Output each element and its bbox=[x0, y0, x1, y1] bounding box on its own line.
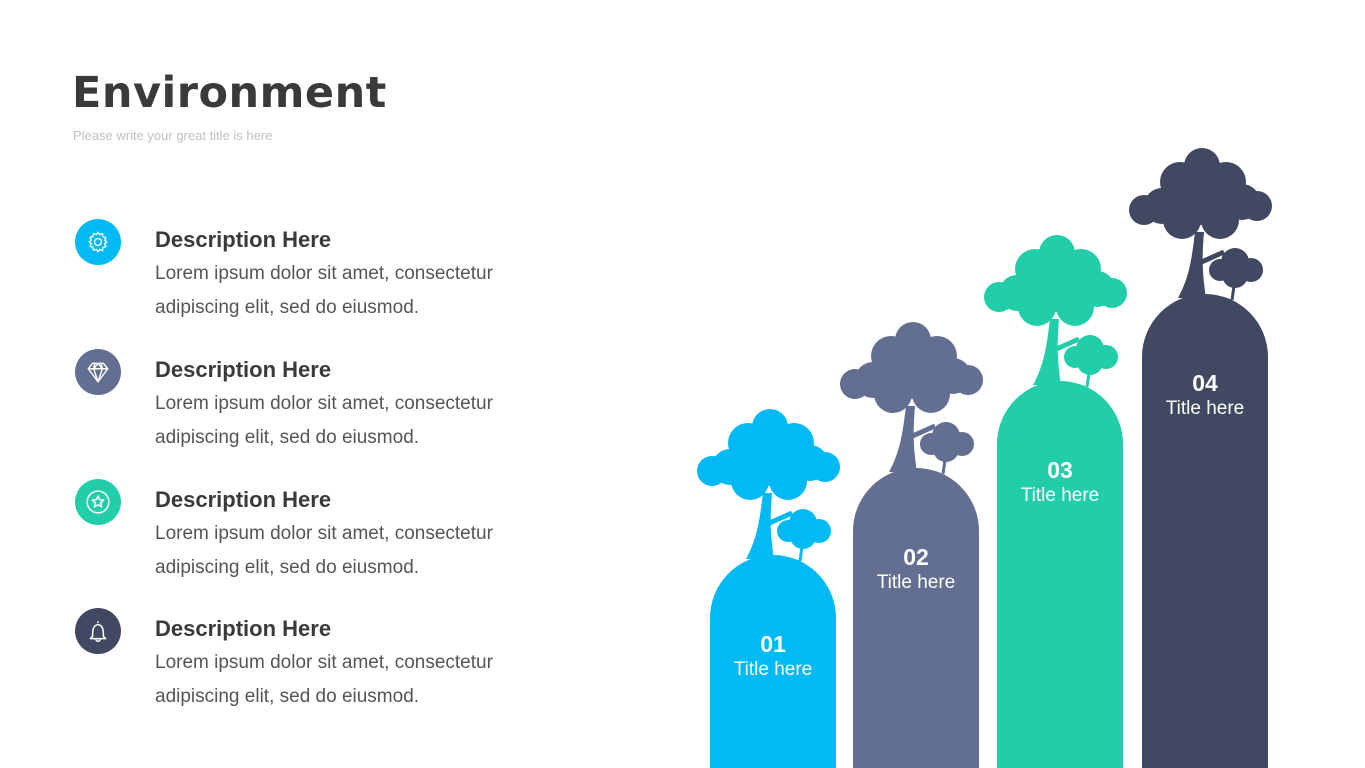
bar-title: Title here bbox=[733, 659, 813, 680]
bar-number: 03 bbox=[1047, 457, 1073, 483]
bar-title: Title here bbox=[1020, 485, 1100, 506]
bar-01: 01 Title here bbox=[710, 555, 836, 768]
item-heading: Description Here bbox=[155, 227, 332, 252]
bar-number: 01 bbox=[760, 631, 786, 657]
item-heading: Description Here bbox=[155, 357, 332, 382]
star-icon bbox=[75, 479, 121, 525]
item-text: Lorem ipsum dolor sit amet, consectetur … bbox=[155, 263, 493, 318]
tree-icon bbox=[840, 322, 983, 475]
item-text: Lorem ipsum dolor sit amet, consectetur … bbox=[155, 652, 493, 707]
bar-number: 02 bbox=[903, 544, 929, 570]
page-title: Environment bbox=[72, 68, 387, 118]
bar-03: 03 Title here bbox=[997, 381, 1123, 768]
bar-number: 04 bbox=[1192, 370, 1218, 396]
bar-02: 02 Title here bbox=[853, 468, 979, 768]
tree-icon bbox=[984, 235, 1127, 388]
tree-icon bbox=[697, 409, 840, 562]
item-text: Lorem ipsum dolor sit amet, consectetur … bbox=[155, 523, 493, 578]
item-heading: Description Here bbox=[155, 616, 332, 641]
bar-title: Title here bbox=[1165, 398, 1245, 419]
page-subtitle: Please write your great title is here bbox=[73, 128, 273, 143]
item-text: Lorem ipsum dolor sit amet, consectetur … bbox=[155, 393, 493, 448]
tree-icon bbox=[1129, 148, 1272, 301]
bar-04: 04 Title here bbox=[1142, 294, 1268, 768]
diamond-icon bbox=[75, 349, 121, 395]
item-heading: Description Here bbox=[155, 487, 332, 512]
gear-icon bbox=[75, 219, 121, 265]
bar-title: Title here bbox=[876, 572, 956, 593]
bell-icon bbox=[75, 608, 121, 654]
